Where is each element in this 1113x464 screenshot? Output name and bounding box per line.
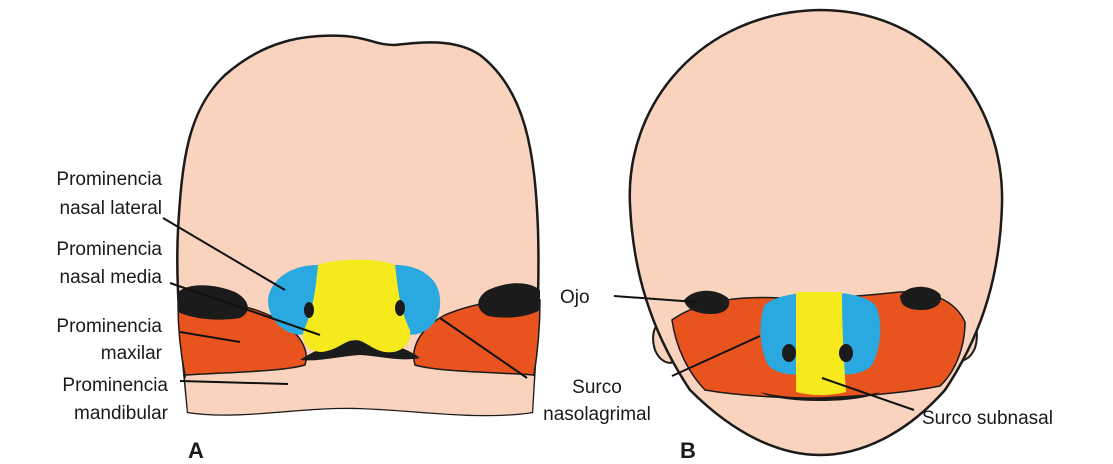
- medial-nasal-prominence-a: [303, 260, 410, 353]
- label-surco-line1: Surco: [572, 377, 622, 398]
- label-nasal-media-line2: nasal media: [60, 267, 163, 288]
- label-maxilar-line2: maxilar: [101, 343, 163, 364]
- panel-a: Prominencia nasal lateral Prominencia na…: [56, 36, 650, 463]
- panel-letter-a: A: [188, 438, 204, 463]
- medial-nasal-prominence-b: [796, 292, 846, 395]
- nostril-left-a: [304, 302, 314, 318]
- nostril-right-b: [839, 344, 853, 362]
- label-maxilar-line1: Prominencia: [56, 316, 162, 337]
- panel-b: Ojo Surco subnasal B: [560, 10, 1053, 463]
- nostril-right-a: [395, 300, 405, 316]
- label-mandibular-line2: mandibular: [74, 403, 169, 424]
- label-ojo: Ojo: [560, 287, 590, 308]
- label-surco-subnasal: Surco subnasal: [922, 408, 1053, 429]
- label-mandibular-line1: Prominencia: [62, 375, 168, 396]
- label-nasal-media-line1: Prominencia: [56, 239, 162, 260]
- nostril-left-b: [782, 344, 796, 362]
- label-nasal-lateral-line1: Prominencia: [56, 169, 162, 190]
- label-nasal-lateral-line2: nasal lateral: [60, 198, 162, 219]
- label-surco-line2: nasolagrimal: [543, 404, 651, 425]
- panel-letter-b: B: [680, 438, 696, 463]
